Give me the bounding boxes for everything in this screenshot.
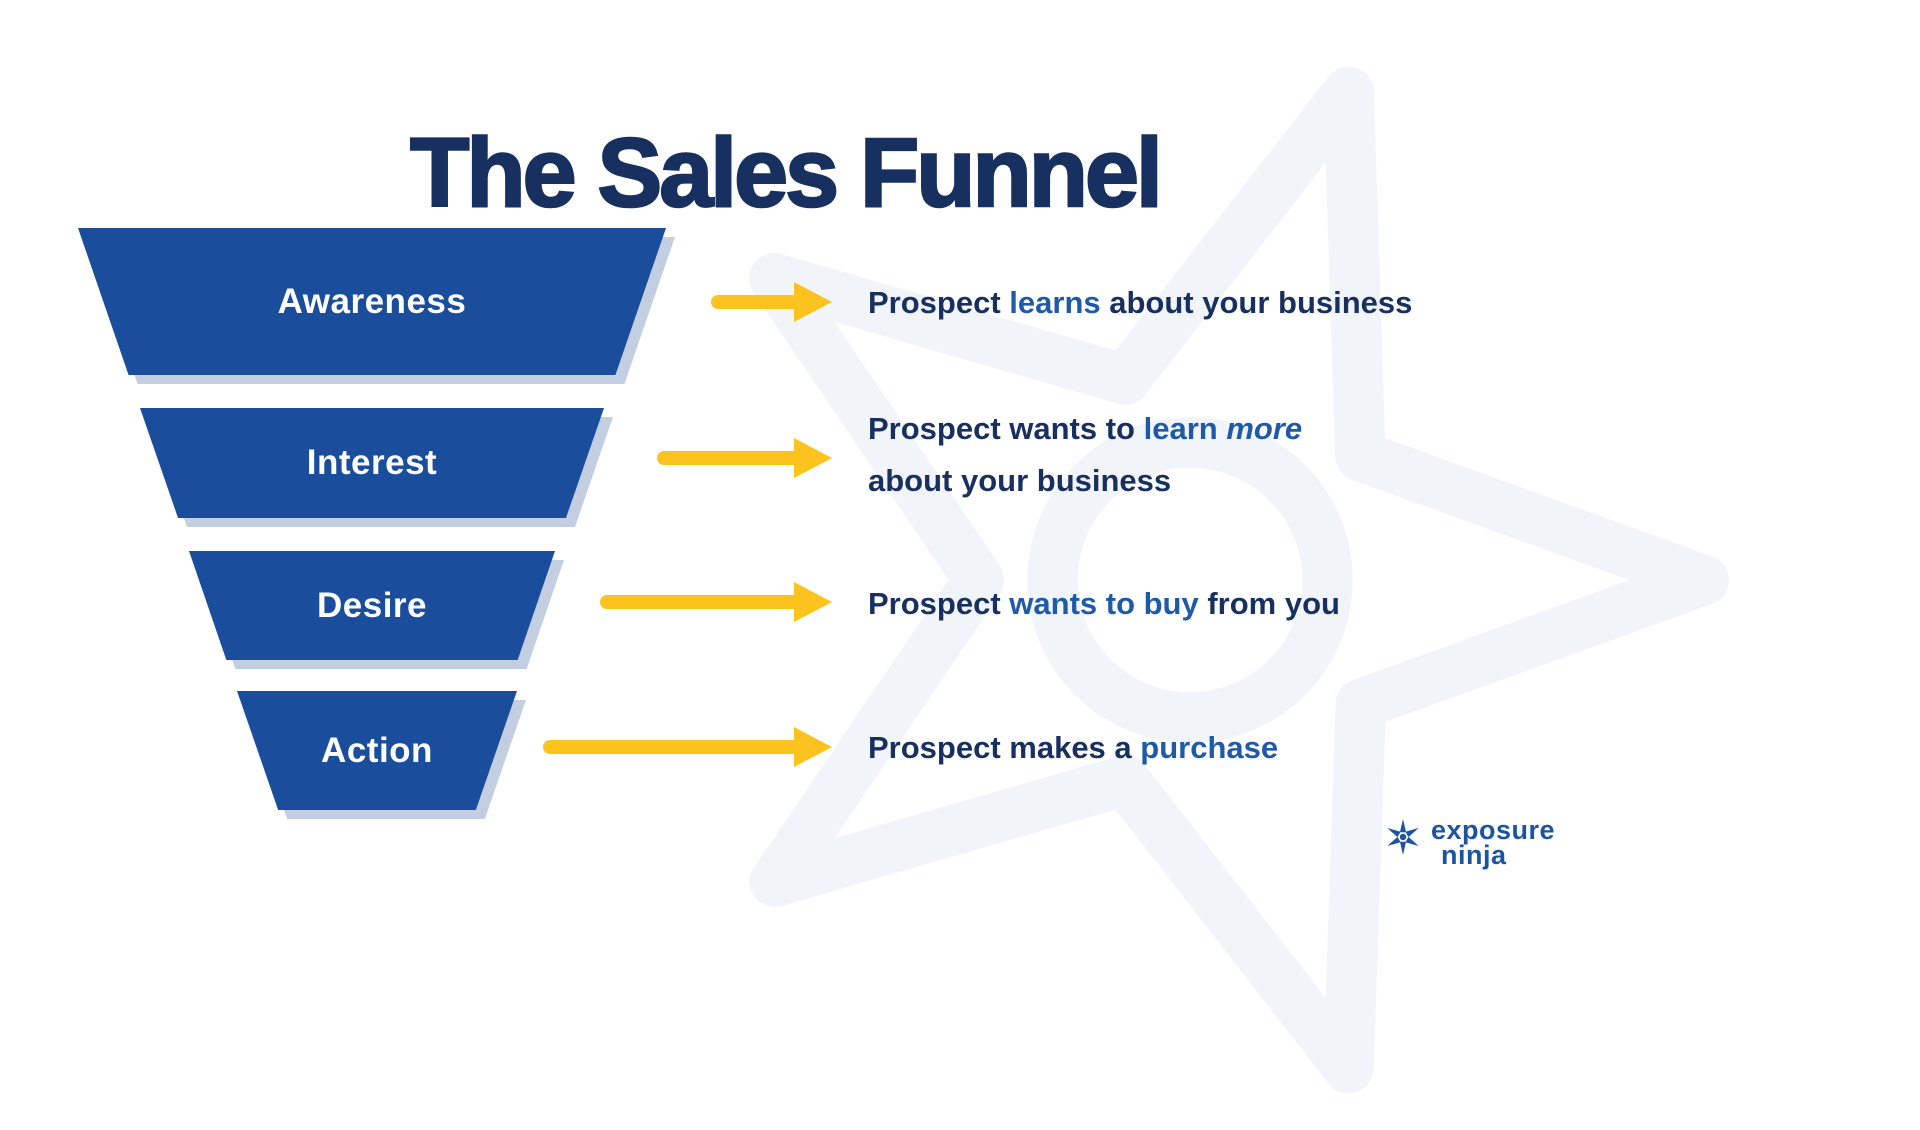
text-segment: Prospect [868, 586, 1010, 621]
arrow-right-icon [657, 438, 832, 478]
text-segment-highlight: wants to buy [1009, 586, 1199, 621]
text-segment-highlight: purchase [1140, 730, 1279, 765]
description-desire: Prospect wants to buy from you [868, 582, 1340, 626]
logo-text-exposure: exposure [1431, 815, 1556, 845]
exposure-ninja-logo: exposure ninja [1384, 815, 1556, 870]
funnel-stage-awareness: Awareness [78, 228, 675, 384]
text-segment: about your business [1100, 285, 1413, 320]
stage-label-desire: Desire [316, 585, 428, 625]
funnel-stage-shape: Interest [140, 408, 604, 518]
description-action: Prospect makes a purchase [868, 726, 1278, 770]
page-title: The Sales Funnel [409, 117, 1164, 229]
funnel-stage-desire: Desire [189, 551, 564, 669]
shuriken-logo-icon [1387, 818, 1419, 856]
stage-label-awareness: Awareness [277, 281, 467, 321]
funnel-stage-shape: Awareness [78, 228, 666, 375]
text-segment: from you [1198, 586, 1340, 621]
description-line: Prospect wants to learn more [868, 403, 1302, 455]
funnel-stage-shape: Action [237, 691, 517, 810]
funnel-stage-action: Action [237, 691, 526, 819]
stage-label-action: Action [321, 730, 433, 770]
stage-label-interest: Interest [306, 443, 438, 482]
arrow-right-icon [711, 282, 832, 322]
logo-text-ninja: ninja [1441, 840, 1507, 870]
logo-text: exposure ninja [1431, 815, 1556, 870]
text-segment: about your business [868, 463, 1172, 498]
arrow-right-icon [543, 727, 832, 767]
text-segment-highlight-italic: more [1226, 411, 1303, 446]
funnel-stage-shape: Desire [189, 551, 555, 660]
text-segment-highlight: learns [1009, 285, 1101, 320]
funnel-stage-interest: Interest [140, 408, 613, 527]
description-line: about your business [868, 455, 1302, 507]
ninja-star-watermark-icon [749, 66, 1729, 1094]
arrow-right-icon [600, 582, 832, 622]
text-segment-highlight: learn [1143, 411, 1227, 446]
text-segment: Prospect wants to [868, 411, 1144, 446]
text-segment: Prospect [868, 285, 1010, 320]
text-segment: Prospect makes a [868, 730, 1141, 765]
description-interest: Prospect wants to learn more about your … [868, 403, 1302, 507]
description-awareness: Prospect learns about your business [868, 281, 1412, 325]
